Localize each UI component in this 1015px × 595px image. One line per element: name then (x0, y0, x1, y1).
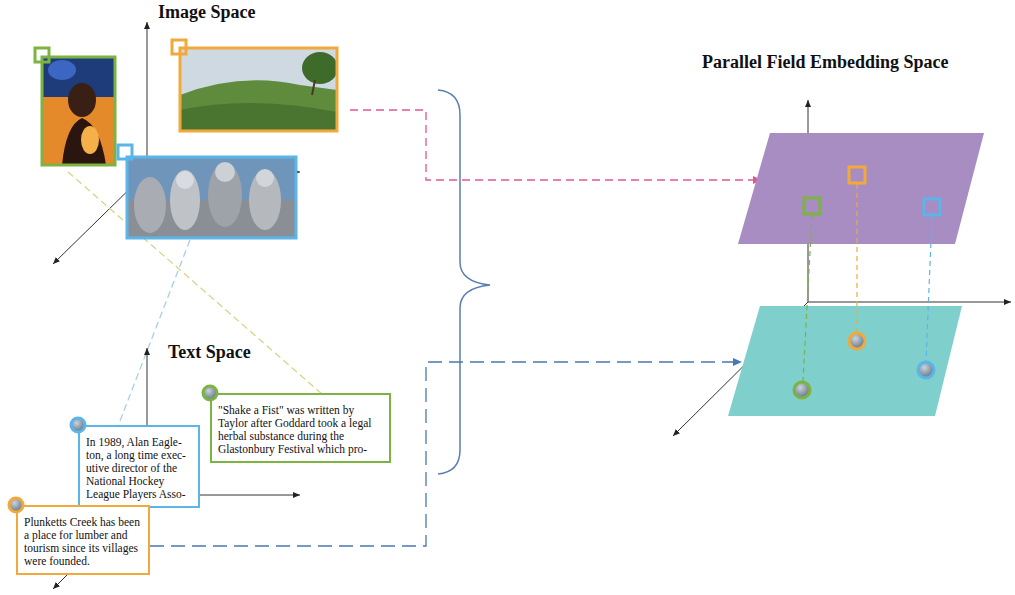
image-route (350, 110, 762, 180)
text-plane (728, 306, 962, 416)
text-embeddings (794, 333, 934, 398)
image-embeddings (804, 167, 940, 215)
text-sample: "Shake a Fist" was written by Taylor aft… (218, 404, 384, 456)
space-label: Parallel Field Embedding Space (702, 52, 949, 73)
photo-landscape (172, 40, 338, 131)
text-sample-box: Plunketts Creek has been a place for lum… (16, 505, 150, 575)
brace (438, 90, 490, 474)
text-sample: Plunketts Creek has been a place for lum… (24, 516, 143, 568)
text-sample-box: In 1989, Alan Eagle- ton, a long time ex… (78, 425, 200, 508)
pair-link (118, 240, 190, 426)
text-sample-box: "Shake a Fist" was written by Taylor aft… (210, 393, 391, 463)
photo-statues (118, 145, 296, 238)
pair-drops (803, 184, 932, 381)
text-sample: In 1989, Alan Eagle- ton, a long time ex… (86, 436, 193, 501)
text-route (150, 362, 742, 546)
photo-singer (35, 48, 115, 165)
space-label: Image Space (158, 2, 256, 23)
image-plane (738, 133, 984, 244)
embedding-axes (673, 100, 1011, 436)
space-label: Text Space (168, 342, 251, 363)
